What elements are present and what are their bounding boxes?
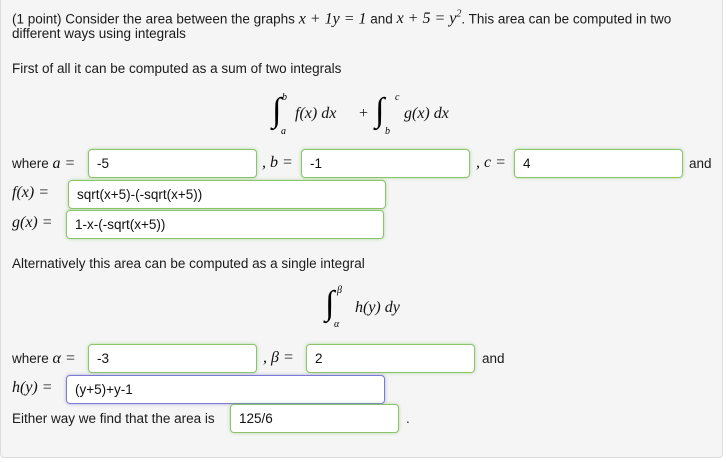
g-input[interactable]: 1-x-(-sqrt(x+5)) [66, 210, 384, 239]
b-label: , b = [262, 154, 293, 171]
and-label-1: and [689, 156, 712, 171]
integral-single-display: ∫ β α h(y) dy [325, 285, 445, 335]
area-period: . [406, 411, 410, 426]
integral-sign-3: ∫ [325, 285, 335, 322]
integral-2-integrand: g(x) dx [404, 105, 449, 122]
part1-heading: First of all it can be computed as a sum… [12, 61, 342, 76]
f-input[interactable]: sqrt(x+5)-(-sqrt(x+5)) [68, 180, 386, 209]
a-label: a = [52, 155, 76, 172]
c-label: , c = [476, 154, 506, 171]
integral-3-integrand: h(y) dy [355, 299, 400, 316]
equation-1: x + 1y = 1 [298, 10, 367, 28]
where-word-2: where [12, 351, 49, 366]
integral-2-lower: b [385, 126, 390, 137]
intro-line: (1 point) Consider the area between the … [12, 6, 671, 28]
intro-and: and [370, 11, 393, 27]
a-input[interactable]: -5 [88, 149, 257, 178]
and-label-2: and [482, 351, 505, 366]
beta-label: , β = [263, 349, 294, 366]
h-input[interactable]: (y+5)+y-1 [66, 375, 385, 404]
c-input[interactable]: 4 [514, 149, 683, 178]
b-input[interactable]: -1 [301, 149, 470, 178]
plus-sign: + [359, 105, 369, 122]
alpha-input[interactable]: -3 [88, 344, 257, 373]
area-input[interactable]: 125/6 [230, 404, 399, 433]
g-label: g(x) = [12, 214, 53, 231]
integral-2-upper: c [395, 92, 400, 103]
integral-sign-2: ∫ [375, 92, 385, 129]
intro-suffix: . This area can be computed in two [461, 11, 672, 27]
integral-1-integrand: f(x) dx [295, 105, 337, 122]
where-word: where [12, 156, 49, 171]
integral-sum-display: ∫ b a f(x) dx + ∫ c b g(x) dx [272, 92, 472, 142]
equation-2-exponent: 2 [456, 9, 462, 20]
integral-3-upper: β [337, 285, 342, 296]
f-label: f(x) = [12, 184, 49, 201]
integral-sign-1: ∫ [272, 92, 282, 129]
integral-3-lower: α [334, 319, 340, 330]
part2-heading: Alternatively this area can be computed … [12, 256, 365, 271]
equation-2: x + 5 = y2 [396, 9, 462, 28]
beta-input[interactable]: 2 [306, 344, 475, 373]
integral-1-lower: a [281, 126, 286, 137]
intro-prefix: (1 point) Consider the area between the … [12, 11, 295, 27]
equation-2-base: x + 5 = y [396, 10, 457, 28]
where-alpha-label: where α = [12, 350, 76, 368]
area-label: Either way we find that the area is [12, 411, 215, 426]
alpha-label: α = [52, 350, 76, 367]
h-label: h(y) = [12, 379, 53, 396]
where-a-label: where a = [12, 155, 75, 173]
integral-1-upper: b [282, 92, 287, 103]
intro-line-2: different ways using integrals [12, 26, 186, 41]
